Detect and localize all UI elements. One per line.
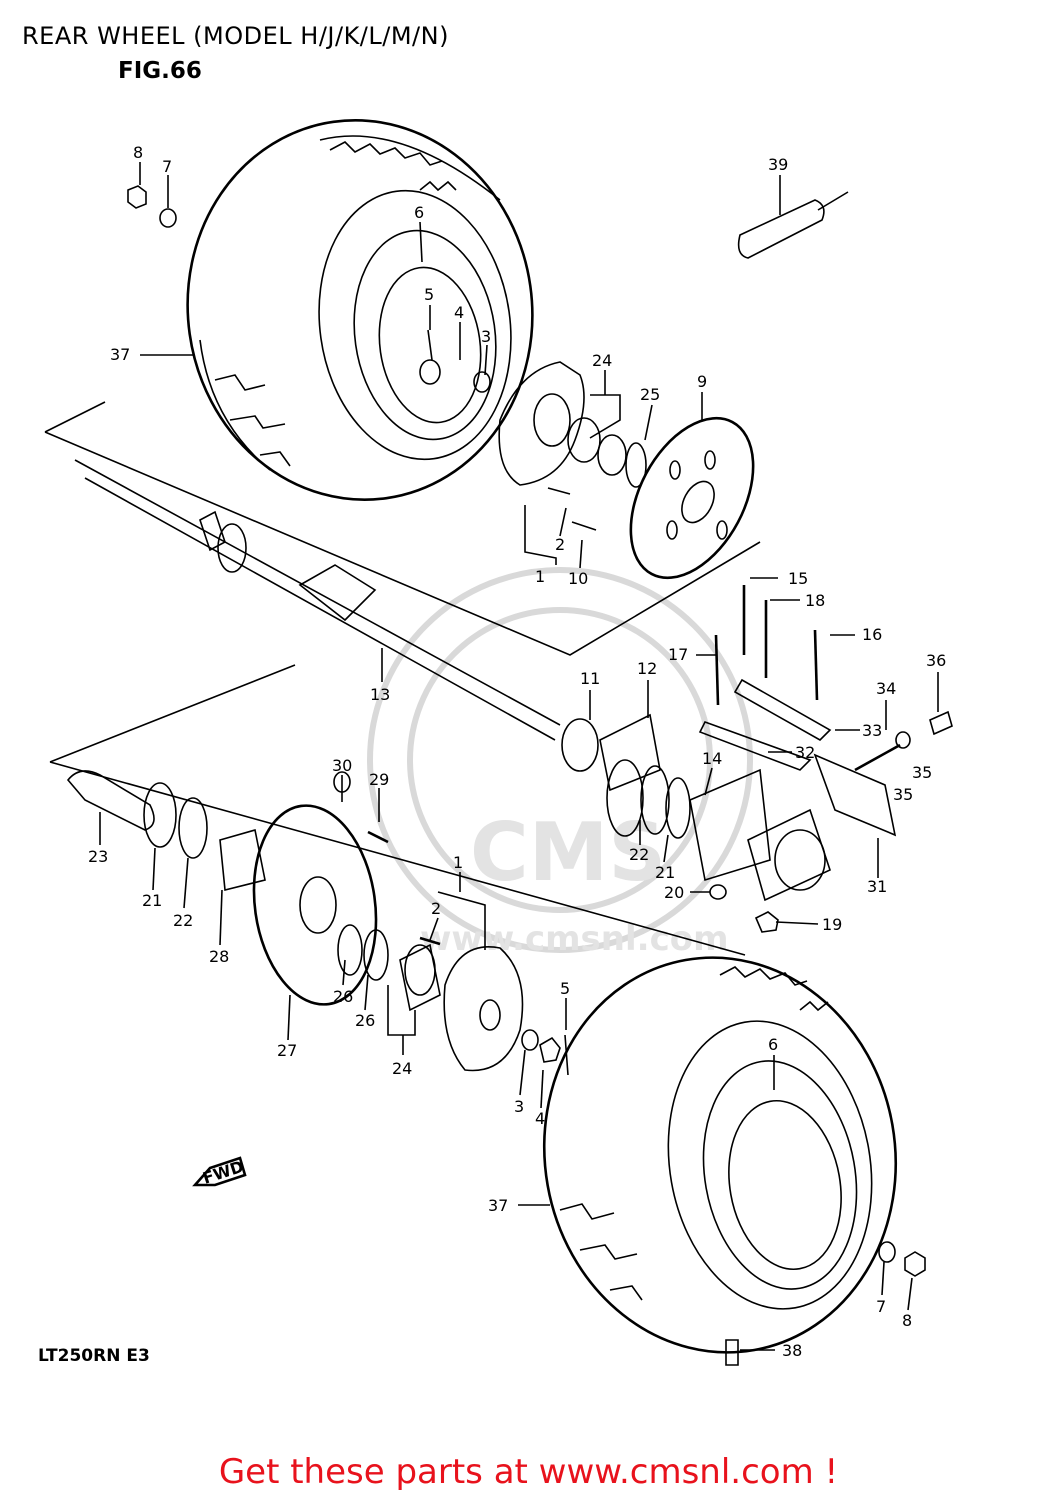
callout-24-lower: 24 — [392, 1059, 412, 1078]
callout-21-right: 21 — [655, 863, 675, 882]
hub-left — [419, 329, 647, 531]
exploded-parts-diagram: CMS www.cmsnl.com — [44, 119, 953, 1366]
callout-32: 32 — [795, 743, 815, 762]
watermark-text: CMS — [470, 806, 666, 899]
callout-14: 14 — [702, 749, 722, 768]
callout-24: 24 — [592, 351, 612, 370]
callout-22-left: 22 — [173, 911, 193, 930]
hub-right — [399, 936, 569, 1076]
callout-4-lower: 4 — [535, 1109, 545, 1128]
callout-30: 30 — [332, 756, 352, 775]
figure-number: FIG.66 — [118, 58, 202, 84]
callout-7-lower: 7 — [876, 1297, 886, 1316]
promo-link[interactable]: Get these parts at www.cmsnl.com ! — [218, 1452, 839, 1492]
callout-8: 8 — [133, 143, 143, 162]
callout-35b: 35 — [893, 785, 913, 804]
callout-22-right: 22 — [629, 845, 649, 864]
callout-31: 31 — [867, 877, 887, 896]
callout-1-lower: 1 — [453, 853, 463, 872]
washer-7-lower — [878, 1241, 896, 1263]
callout-20: 20 — [664, 883, 684, 902]
bearing-housing — [689, 710, 953, 902]
rear-wheel-left — [186, 119, 534, 501]
valve-38 — [725, 1339, 739, 1366]
lower-left-components — [66, 770, 389, 892]
callout-12: 12 — [637, 659, 657, 678]
callout-36: 36 — [926, 651, 946, 670]
rear-axle-13 — [74, 459, 561, 741]
callout-2: 2 — [555, 535, 565, 554]
callout-10: 10 — [568, 569, 588, 588]
callout-34: 34 — [876, 679, 896, 698]
tool-39 — [737, 191, 849, 259]
assembly-frame-lower — [49, 664, 746, 956]
callout-7: 7 — [162, 157, 172, 176]
watermark-url: www.cmsnl.com — [420, 919, 729, 959]
callout-19: 19 — [822, 915, 842, 934]
callout-28: 28 — [209, 947, 229, 966]
washer-7-upper — [159, 208, 177, 228]
callout-labels: 8 7 39 6 5 4 3 37 24 25 9 2 10 1 15 18 1… — [88, 143, 946, 1360]
nut-8-upper — [127, 185, 147, 209]
callout-27: 27 — [277, 1041, 297, 1060]
bolts-upper-right — [698, 585, 832, 771]
callout-3: 3 — [481, 327, 491, 346]
callout-13: 13 — [370, 685, 390, 704]
callout-6: 6 — [414, 203, 424, 222]
callout-21-left: 21 — [142, 891, 162, 910]
callout-23: 23 — [88, 847, 108, 866]
callout-38: 38 — [782, 1341, 802, 1360]
callout-18: 18 — [805, 591, 825, 610]
nut-8-lower — [904, 1251, 926, 1277]
model-code: LT250RN E3 — [38, 1346, 150, 1366]
leader-lines — [99, 162, 939, 1351]
callout-6-lower: 6 — [768, 1035, 778, 1054]
seal-set-upper — [561, 713, 779, 933]
callout-26a: 26 — [333, 987, 353, 1006]
callout-39: 39 — [768, 155, 788, 174]
callout-5-lower: 5 — [560, 979, 570, 998]
callout-1: 1 — [535, 567, 545, 586]
callout-8-lower: 8 — [902, 1311, 912, 1330]
callout-35a: 35 — [912, 763, 932, 782]
callout-17: 17 — [668, 645, 688, 664]
callout-16: 16 — [862, 625, 882, 644]
callout-33: 33 — [862, 721, 882, 740]
callout-29: 29 — [369, 770, 389, 789]
sprocket-27 — [252, 804, 389, 1006]
callout-11: 11 — [580, 669, 600, 688]
callout-9: 9 — [697, 372, 707, 391]
callout-5: 5 — [424, 285, 434, 304]
callout-26b: 26 — [355, 1011, 375, 1030]
fwd-arrow-icon: FWD — [192, 1156, 247, 1188]
callout-3-lower: 3 — [514, 1097, 524, 1116]
page-title: REAR WHEEL (MODEL H/J/K/L/M/N) — [22, 22, 449, 50]
rear-wheel-right — [542, 956, 898, 1354]
callout-25: 25 — [640, 385, 660, 404]
assembly-frame-upper — [44, 401, 761, 656]
callout-4: 4 — [454, 303, 464, 322]
callout-15: 15 — [788, 569, 808, 588]
callout-37: 37 — [110, 345, 130, 364]
callout-37-lower: 37 — [488, 1196, 508, 1215]
callout-2-lower: 2 — [431, 899, 441, 918]
cms-watermark: CMS www.cmsnl.com — [367, 567, 753, 959]
brake-disc-9 — [629, 416, 755, 580]
